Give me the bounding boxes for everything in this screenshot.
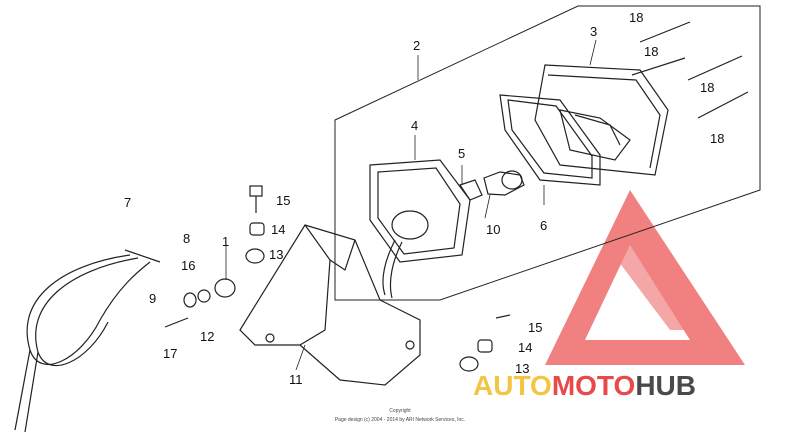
callout-p5: 5 [458, 146, 465, 161]
callout-p16: 16 [181, 258, 195, 273]
hardware [164, 21, 749, 372]
copyright-line1: Copyright [389, 408, 411, 414]
assembly-frame [334, 5, 761, 301]
callout-p10: 10 [486, 222, 500, 237]
bracket [239, 224, 421, 386]
callout-p13b: 13 [515, 361, 529, 376]
leader-lines [225, 39, 597, 371]
svg-text:AUTOMOTOHUB: AUTOMOTOHUB [473, 370, 696, 401]
callout-p14b: 14 [518, 340, 532, 355]
callout-p9: 9 [149, 291, 156, 306]
callout-p3: 3 [590, 24, 597, 39]
copyright-block: Copyright Page design (c) 2004 - 2014 by… [335, 408, 465, 423]
callout-p6: 6 [540, 218, 547, 233]
brand-hub: HUB [635, 370, 696, 401]
watermark-logo [545, 190, 745, 365]
callout-p18c: 18 [700, 80, 714, 95]
wire-harness [14, 249, 161, 433]
callout-p12: 12 [200, 329, 214, 344]
callout-p14a: 14 [271, 222, 285, 237]
callout-p15b: 15 [528, 320, 542, 335]
watermark-brand: AUTOMOTOHUB [473, 370, 696, 401]
callout-p18d: 18 [710, 131, 724, 146]
callout-p8: 8 [183, 231, 190, 246]
callout-p18a: 18 [629, 10, 643, 25]
lens-gasket [499, 94, 601, 186]
callout-p1: 1 [222, 234, 229, 249]
callout-p7: 7 [124, 195, 131, 210]
callout-p13a: 13 [269, 247, 283, 262]
socket-bulb [459, 170, 525, 201]
base-plate [369, 159, 471, 299]
callout-p4: 4 [411, 118, 418, 133]
callout-p17: 17 [163, 346, 177, 361]
brand-auto: AUTO [473, 370, 552, 401]
copyright-line2: Page design (c) 2004 - 2014 by ARI Netwo… [335, 417, 465, 423]
brand-moto: MOTO [552, 370, 635, 401]
callout-p2: 2 [413, 38, 420, 53]
callout-p11: 11 [289, 372, 303, 387]
tail-light-housing [534, 64, 669, 176]
callout-p18b: 18 [644, 44, 658, 59]
callout-p15a: 15 [276, 193, 290, 208]
